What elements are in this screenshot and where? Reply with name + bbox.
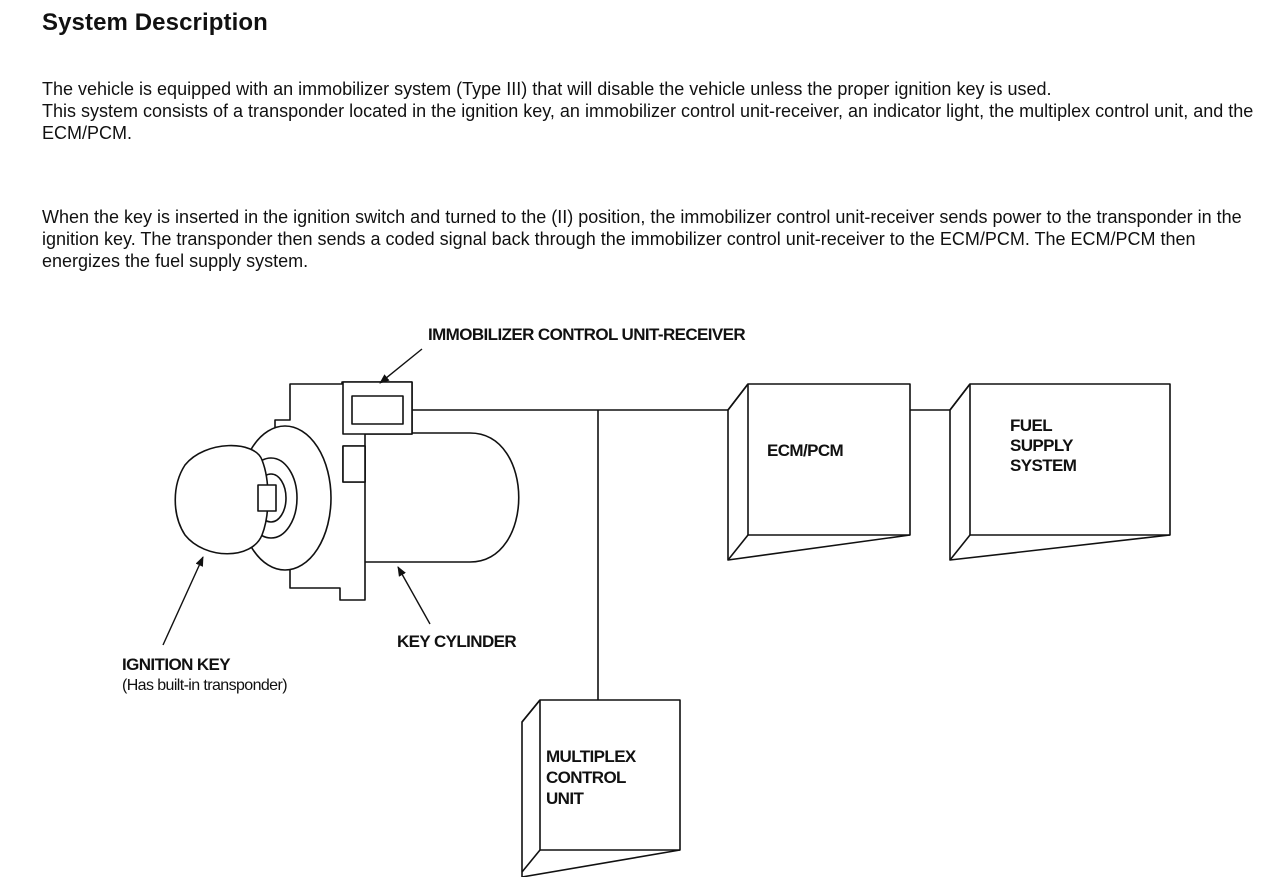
intro-sentence-1: The vehicle is equipped with an immobili… bbox=[42, 79, 1052, 99]
fuel-supply-label: FUEL SUPPLY SYSTEM bbox=[1010, 416, 1077, 475]
ecm-pcm-label: ECM/PCM bbox=[767, 441, 844, 460]
multiplex-control-unit-label: MULTIPLEX CONTROL UNIT bbox=[546, 747, 640, 808]
page-title: System Description bbox=[42, 9, 268, 36]
operation-paragraph: When the key is inserted in the ignition… bbox=[42, 207, 1242, 271]
intro-sentence-2: This system consists of a transponder lo… bbox=[42, 101, 1254, 143]
key-cylinder-leader-arrow bbox=[397, 566, 431, 625]
multiplex-control-unit-box bbox=[521, 699, 681, 877]
ignition-key-label: IGNITION KEY bbox=[122, 655, 231, 674]
receiver-leader-arrow bbox=[379, 348, 423, 384]
key-cylinder-assembly bbox=[174, 381, 520, 601]
intro-paragraph: The vehicle is equipped with an immobili… bbox=[42, 78, 1274, 144]
ignition-key-note: (Has built-in transponder) bbox=[122, 677, 287, 694]
receiver-label: IMMOBILIZER CONTROL UNIT-RECEIVER bbox=[428, 325, 745, 344]
key-cylinder-label: KEY CYLINDER bbox=[397, 632, 516, 651]
ecm-pcm-box bbox=[727, 383, 911, 561]
fuel-supply-box bbox=[949, 383, 1171, 561]
ignition-key-leader-arrow bbox=[162, 556, 204, 646]
